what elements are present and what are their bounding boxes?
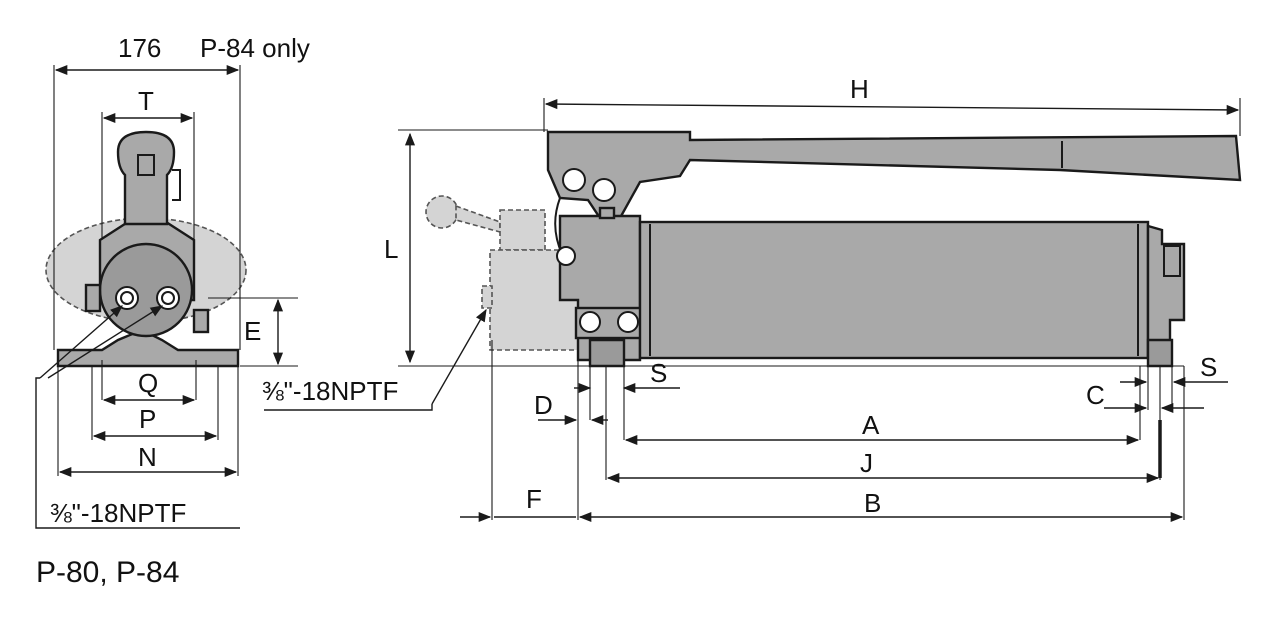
label-e: E bbox=[244, 316, 261, 346]
front-foot bbox=[588, 338, 626, 368]
label-a: A bbox=[862, 410, 880, 440]
label-j: J bbox=[860, 448, 873, 478]
bolt-2 bbox=[617, 311, 639, 333]
port-right-inner bbox=[161, 291, 175, 305]
label-l: L bbox=[384, 234, 398, 264]
bolt-1 bbox=[579, 311, 601, 333]
pivot-2 bbox=[592, 178, 616, 202]
rear-foot bbox=[1146, 338, 1174, 368]
leader-thread-2 bbox=[47, 305, 164, 379]
label-s-right: S bbox=[1200, 352, 1217, 382]
handle-post bbox=[116, 130, 176, 226]
left-lug bbox=[84, 283, 102, 313]
reservoir-tube bbox=[638, 220, 1150, 360]
label-c: C bbox=[1086, 380, 1105, 410]
ghost-valve-knob bbox=[425, 195, 459, 229]
dim-h bbox=[544, 99, 1240, 115]
leader-thread-1 bbox=[39, 305, 123, 379]
ghost-valve-block bbox=[499, 209, 546, 251]
label-f: F bbox=[526, 484, 542, 514]
label-q: Q bbox=[138, 368, 158, 398]
pivot-1 bbox=[562, 168, 586, 192]
label-t: T bbox=[138, 86, 154, 116]
ghost-port bbox=[481, 285, 493, 309]
label-176: 176 bbox=[118, 33, 161, 63]
side-view: H L ⅜"-18NPTF S D A J bbox=[262, 74, 1242, 523]
head-pivot bbox=[556, 246, 576, 266]
label-s-left: S bbox=[650, 358, 667, 388]
label-p84-only: P-84 only bbox=[200, 33, 310, 63]
handle-slot bbox=[137, 154, 155, 176]
label-n: N bbox=[138, 442, 157, 472]
head-cap bbox=[598, 206, 616, 220]
port-right bbox=[156, 286, 180, 310]
leader-thread-side bbox=[431, 308, 487, 405]
leader-thread-box bbox=[35, 377, 240, 529]
right-lug bbox=[192, 308, 210, 334]
leader-thread-side-tail bbox=[264, 404, 433, 411]
handle-lever bbox=[546, 130, 1242, 220]
label-b: B bbox=[864, 488, 881, 518]
label-p: P bbox=[139, 404, 156, 434]
label-thread-end: ⅜"-18NPTF bbox=[50, 498, 186, 528]
cylinder-end bbox=[98, 242, 194, 338]
port-left-inner bbox=[120, 291, 134, 305]
label-thread-side: ⅜"-18NPTF bbox=[262, 376, 398, 406]
label-models: P-80, P-84 bbox=[36, 556, 179, 589]
handle-post-clip bbox=[172, 169, 181, 201]
label-h: H bbox=[850, 74, 869, 104]
label-d: D bbox=[534, 390, 553, 420]
base-plate bbox=[56, 328, 240, 368]
end-view: 176 P-84 only T E Q P N ⅜"-18NPTF P-80, bbox=[35, 33, 310, 589]
port-left bbox=[115, 286, 139, 310]
ghost-valve-lever bbox=[455, 204, 501, 234]
end-cap-plug bbox=[1163, 245, 1181, 277]
